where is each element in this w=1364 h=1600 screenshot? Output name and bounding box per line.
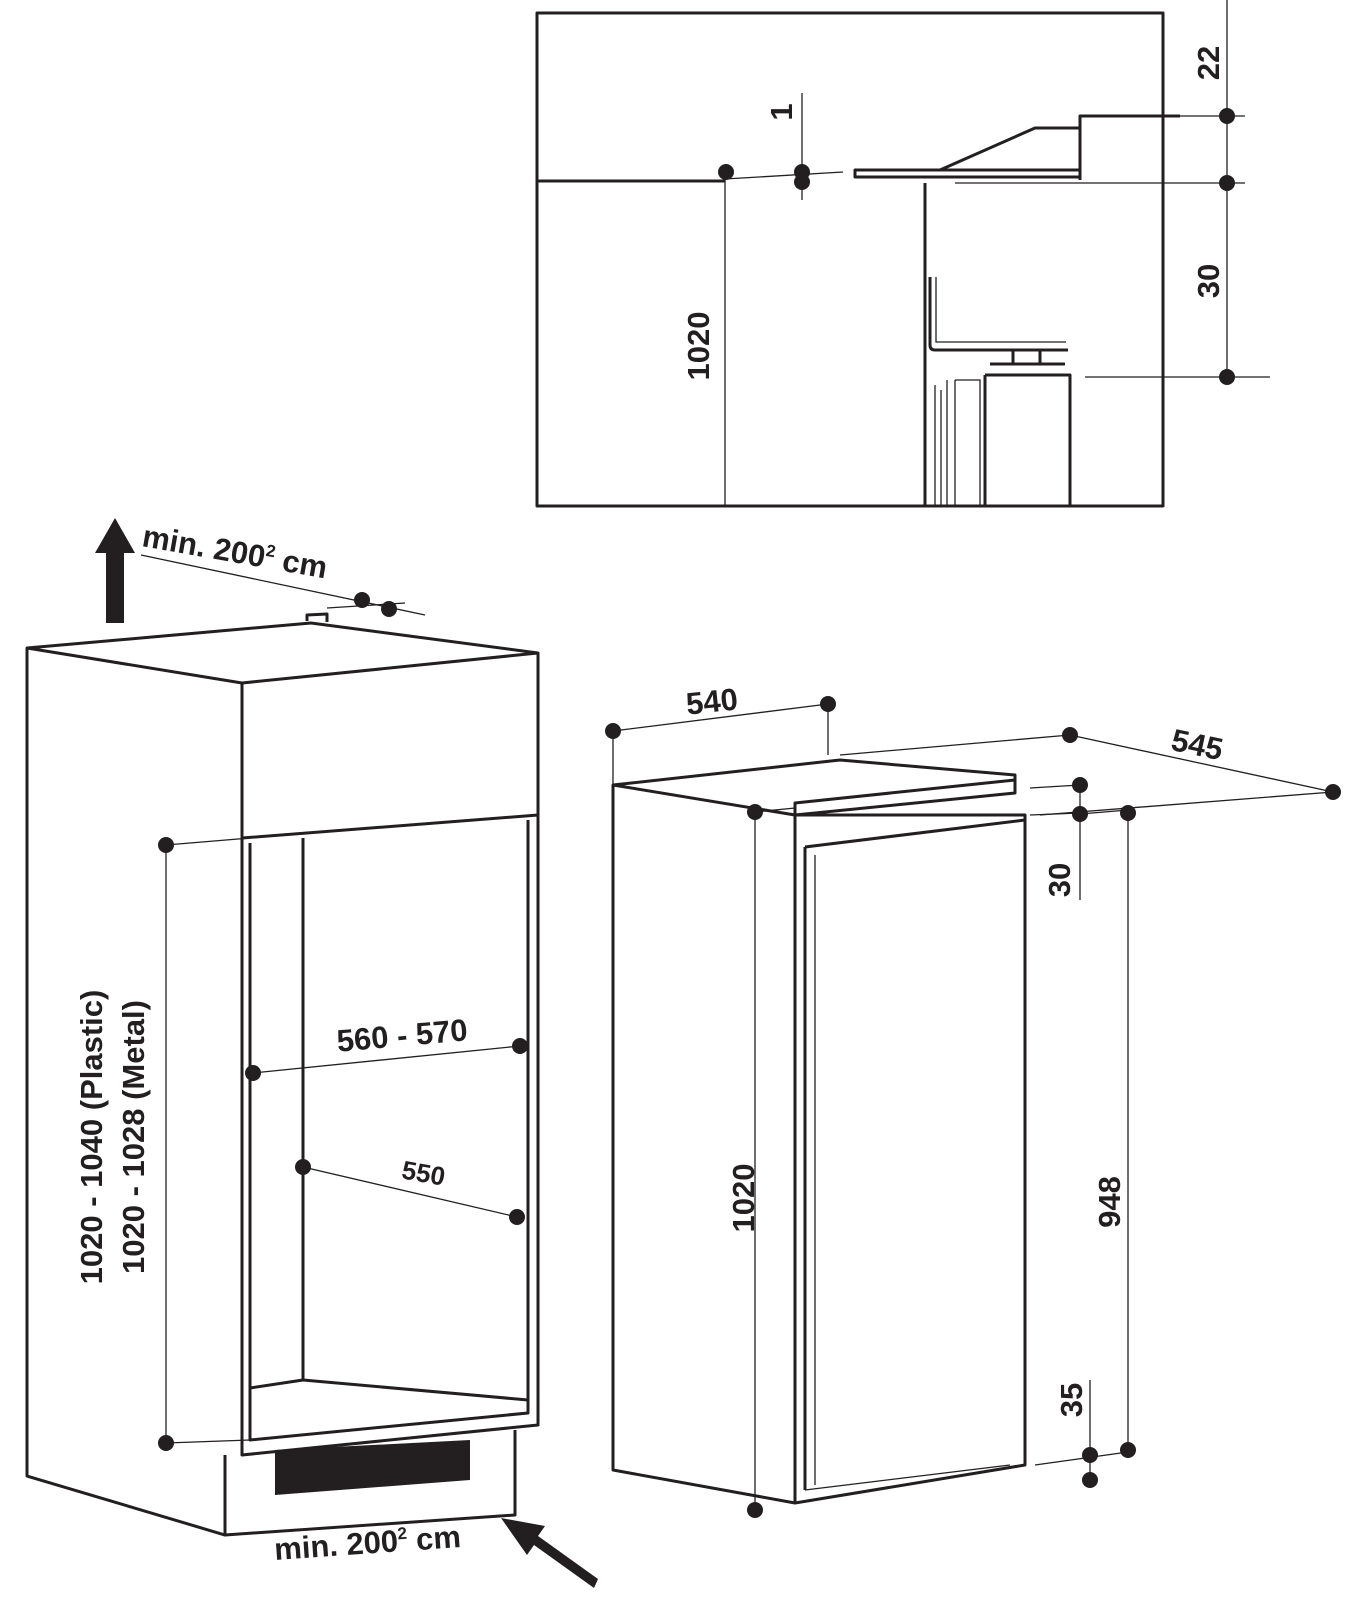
- niche-height-dot-bot: [158, 1435, 174, 1451]
- detail-dot-1020: [718, 164, 734, 180]
- app-side: [611, 785, 797, 1505]
- niche-inner-back: [249, 838, 529, 1402]
- detail-dot-30-bot: [1219, 369, 1235, 385]
- app-gap-bot-dot-1: [1082, 1447, 1098, 1463]
- niche-depth-dot-right: [509, 1209, 525, 1225]
- niche-outer-left: [25, 648, 517, 1537]
- app-width-label: 540: [684, 681, 739, 721]
- app-depth-dim-line: [1069, 734, 1334, 793]
- app-top-lip: [793, 778, 1016, 815]
- app-height-label: 1020: [726, 1164, 761, 1233]
- app-gap-top-ext-2: [1029, 812, 1081, 816]
- detail-frame: [535, 11, 1165, 508]
- vent-arrow-up-icon: [95, 518, 135, 623]
- vent-bottom-suffix: cm: [406, 1519, 462, 1558]
- niche-top-strip: [305, 612, 329, 622]
- niche-height-ext-top: [165, 837, 251, 846]
- detail-worktop-line-2: [724, 171, 844, 180]
- niche-height-metal-label: 1020 - 1028 (Metal): [116, 1000, 151, 1274]
- detail-door-lines: [934, 379, 981, 506]
- niche-depth-label: 550: [400, 1155, 448, 1192]
- vent-top-suffix: cm: [271, 542, 330, 586]
- niche-inner-opening: [248, 820, 530, 1442]
- niche-top-face: [25, 621, 540, 685]
- niche-depth-dim-line: [302, 1166, 518, 1218]
- app-top-face: [611, 758, 1017, 817]
- detail-label-30: 30: [1191, 264, 1226, 298]
- app-door-inner: [804, 855, 1011, 1491]
- niche-view: min. 2002 cm 1020 - 1040 (Plastic) 1020 …: [25, 518, 598, 1588]
- detail-appliance-lip: [928, 277, 1068, 352]
- app-gap-bot-dot-2: [1082, 1472, 1098, 1488]
- vent-bottom-sup: 2: [397, 1524, 408, 1544]
- vent-top-sup: 2: [265, 541, 278, 561]
- niche-width-dot-right: [512, 1038, 528, 1054]
- vent-bottom-label: min. 2002 cm: [273, 1519, 462, 1567]
- app-door-dot-top: [1120, 805, 1136, 821]
- niche-width-label: 560 - 570: [335, 1012, 469, 1058]
- niche-width-dot-left: [245, 1065, 261, 1081]
- app-depth-ext-2: [1039, 791, 1334, 816]
- niche-width-dim-line: [252, 1045, 521, 1074]
- app-gap-top-label: 30: [1042, 863, 1077, 897]
- niche-height-dot-top: [158, 837, 174, 853]
- detail-dot-30-top: [1219, 175, 1235, 191]
- detail-label-1: 1: [764, 103, 799, 120]
- niche-opening: [240, 815, 540, 1457]
- plinth-vent-slot: [275, 1440, 470, 1495]
- vent-top-dot-1: [354, 592, 370, 608]
- app-depth-ext: [839, 734, 1071, 756]
- app-gap-top-ext-1: [1029, 784, 1081, 789]
- app-gap-bot-ext: [1034, 1451, 1129, 1466]
- detail-appliance-top: [983, 350, 1072, 506]
- niche-depth-dot-left: [295, 1159, 311, 1175]
- appliance-view: 540 545 1020 30 948: [605, 681, 1341, 1518]
- detail-view: 22 1 1020 30: [535, 0, 1270, 508]
- app-depth-label: 545: [1168, 722, 1226, 767]
- app-front: [794, 813, 1027, 1505]
- app-door-dim-ext-top: [1079, 809, 1129, 815]
- detail-slope: [939, 126, 1080, 172]
- app-depth-dot-right: [1325, 784, 1341, 800]
- app-door-label: 948: [1092, 1176, 1127, 1228]
- app-gap-bot-label: 35: [1054, 1383, 1089, 1417]
- niche-height-plastic-label: 1020 - 1040 (Plastic): [74, 990, 109, 1285]
- app-door: [803, 818, 1026, 1490]
- detail-label-22: 22: [1191, 46, 1226, 80]
- detail-label-1020: 1020: [681, 312, 716, 381]
- detail-dot-22: [1219, 108, 1235, 124]
- vent-bottom-prefix: min. 200: [273, 1523, 399, 1567]
- app-depth-dot-left: [1062, 727, 1078, 743]
- vent-arrow-in-icon: [501, 1518, 598, 1588]
- niche-height-ext-bot: [165, 1439, 251, 1444]
- vent-top-dot-2: [381, 601, 397, 617]
- app-height-dot-bot: [747, 1502, 763, 1518]
- detail-appliance-lip-inner: [935, 277, 1066, 343]
- app-gap-top-dot-1: [1072, 777, 1088, 793]
- app-door-dot-bot: [1120, 1442, 1136, 1458]
- app-width-dot-right: [820, 696, 836, 712]
- vent-top-prefix: min. 200: [140, 518, 268, 574]
- app-height-dot-top: [747, 804, 763, 820]
- app-width-dot-left: [605, 723, 621, 739]
- detail-top-bracket: [853, 168, 1082, 179]
- detail-upright: [1078, 114, 1180, 180]
- app-width-dim-line: [612, 703, 829, 732]
- detail-dot-1-bot: [794, 174, 810, 190]
- niche-front-top: [240, 653, 540, 840]
